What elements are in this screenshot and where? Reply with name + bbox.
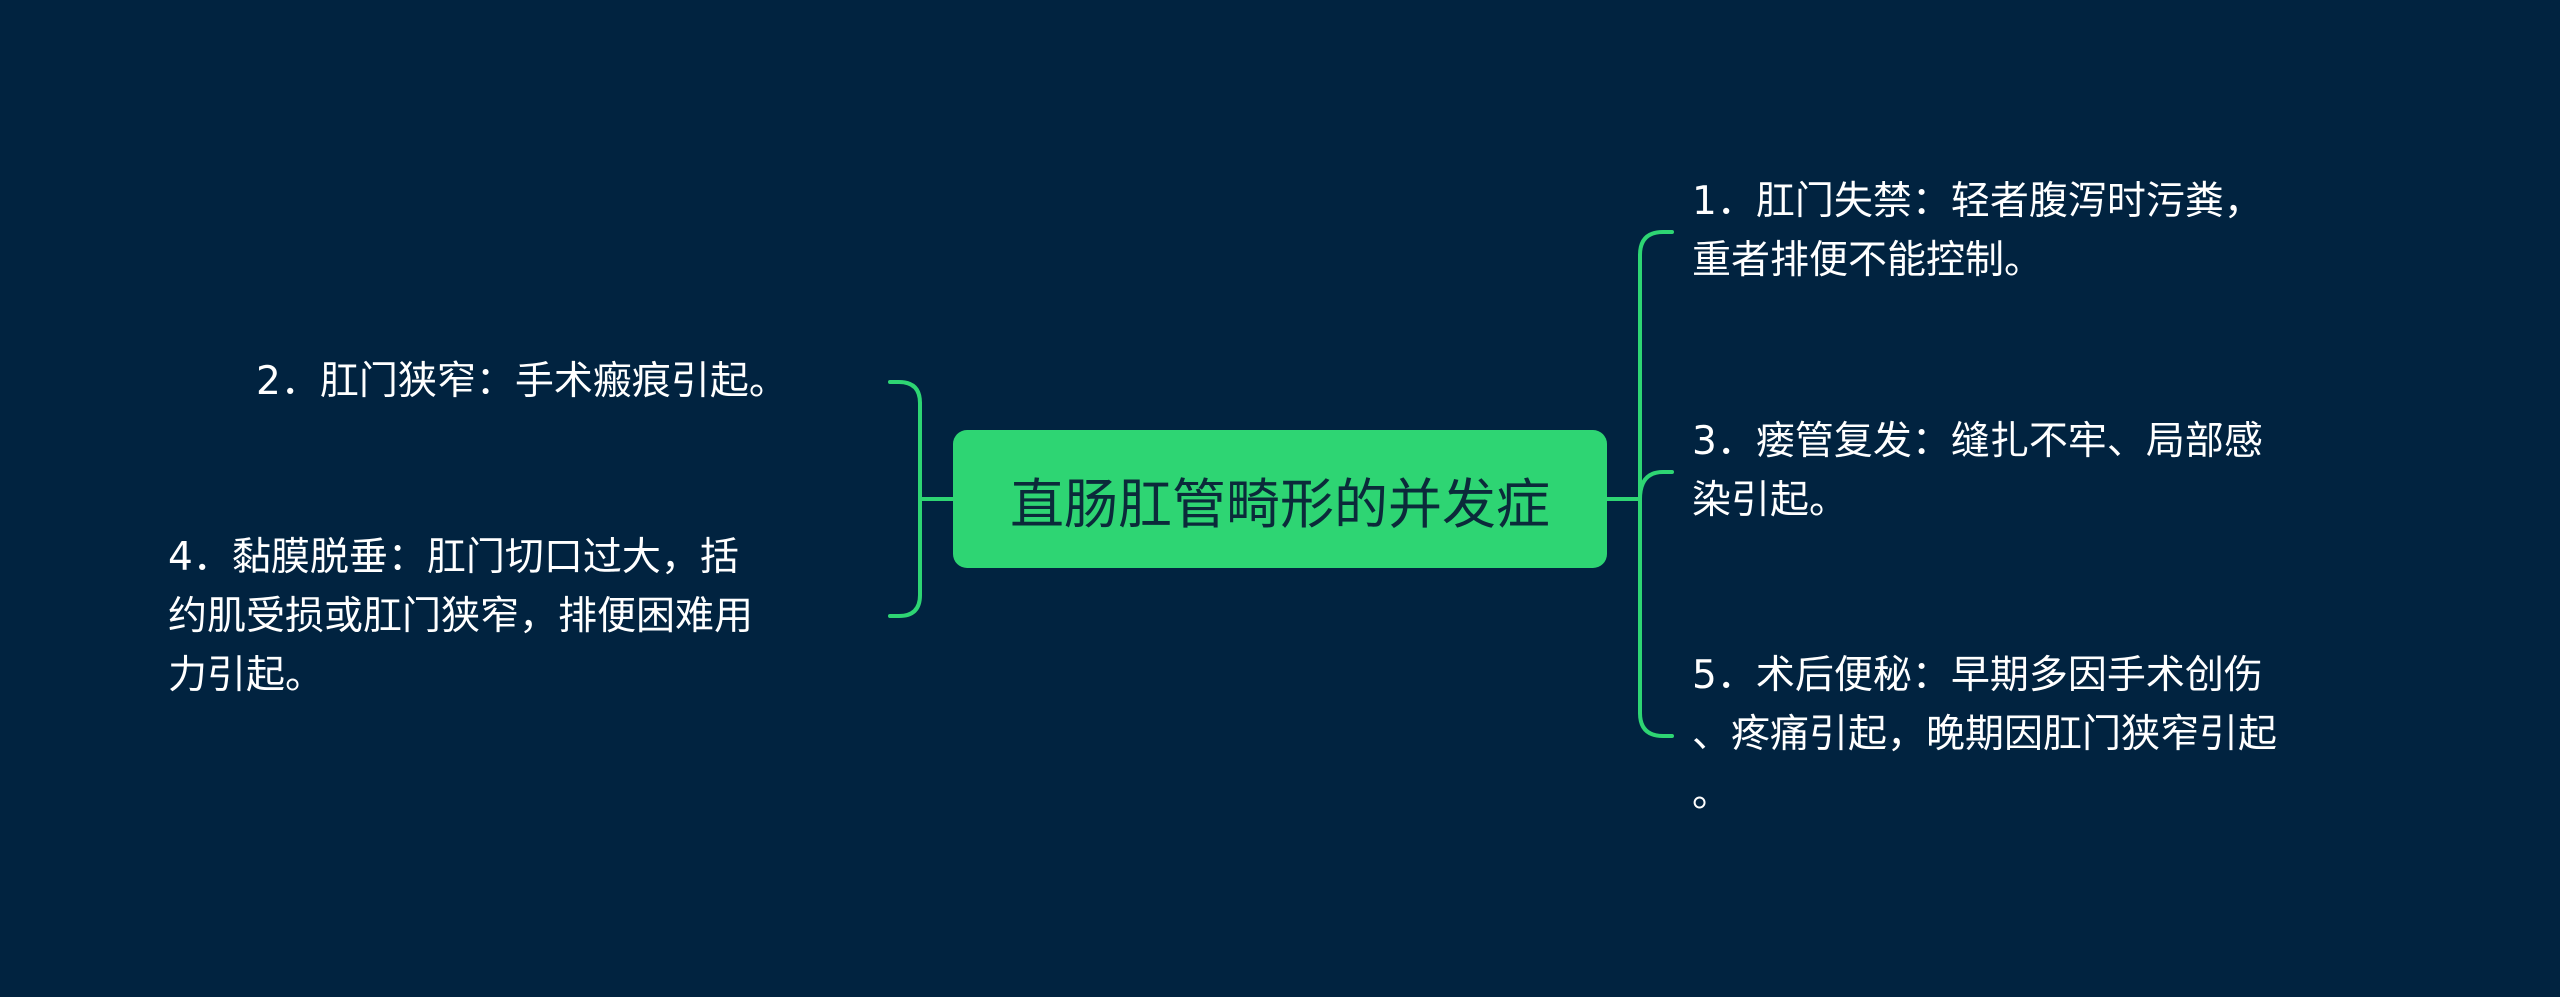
connector-left-bottom [888,593,922,618]
connector-right-bottom [1638,711,1674,738]
branch-text-line: 4．黏膜脱垂：肛门切口过大，括 [168,535,739,580]
root-topic[interactable]: 直肠肛管畸形的并发症 [953,430,1607,568]
branch-text-line: 重者排便不能控制。 [1692,238,2044,283]
branch-text-line: 约肌受损或肛门狭窄，排便困难用 [168,594,754,639]
branch-text-line: 5．术后便秘：早期多因手术创伤 [1692,653,2263,698]
branch-text-line: 染引起。 [1692,478,1849,523]
connector-left-top [888,380,922,405]
branch-node-5-postop-constipation[interactable]: 5．术后便秘：早期多因手术创伤 、疼痛引起，晚期因肛门狭窄引起 。 [1692,646,2392,823]
branch-node-1-fecal-incontinence[interactable]: 1．肛门失禁：轻者腹泻时污粪， 重者排便不能控制。 [1692,172,2392,290]
branch-node-3-fistula-recurrence[interactable]: 3．瘘管复发：缝扎不牢、局部感 染引起。 [1692,412,2392,530]
branch-text-line: 、疼痛引起，晚期因肛门狭窄引起 [1692,712,2278,757]
connector-right-top [1638,230,1674,257]
connector-right-middle [1638,470,1674,501]
branch-node-2-anal-stenosis[interactable]: 2．肛门狭窄：手术瘢痕引起。 [256,352,896,411]
root-topic-label: 直肠肛管畸形的并发症 [1010,472,1550,536]
branch-text-line: 3．瘘管复发：缝扎不牢、局部感 [1692,419,2263,464]
branch-node-4-mucosal-prolapse[interactable]: 4．黏膜脱垂：肛门切口过大，括 约肌受损或肛门狭窄，排便困难用 力引起。 [168,528,888,705]
branch-text-line: 2．肛门狭窄：手术瘢痕引起。 [256,359,788,404]
branch-text-line: 1．肛门失禁：轻者腹泻时污粪， [1692,179,2263,224]
branch-text-line: 力引起。 [168,653,325,698]
branch-text-line: 。 [1692,771,1732,816]
